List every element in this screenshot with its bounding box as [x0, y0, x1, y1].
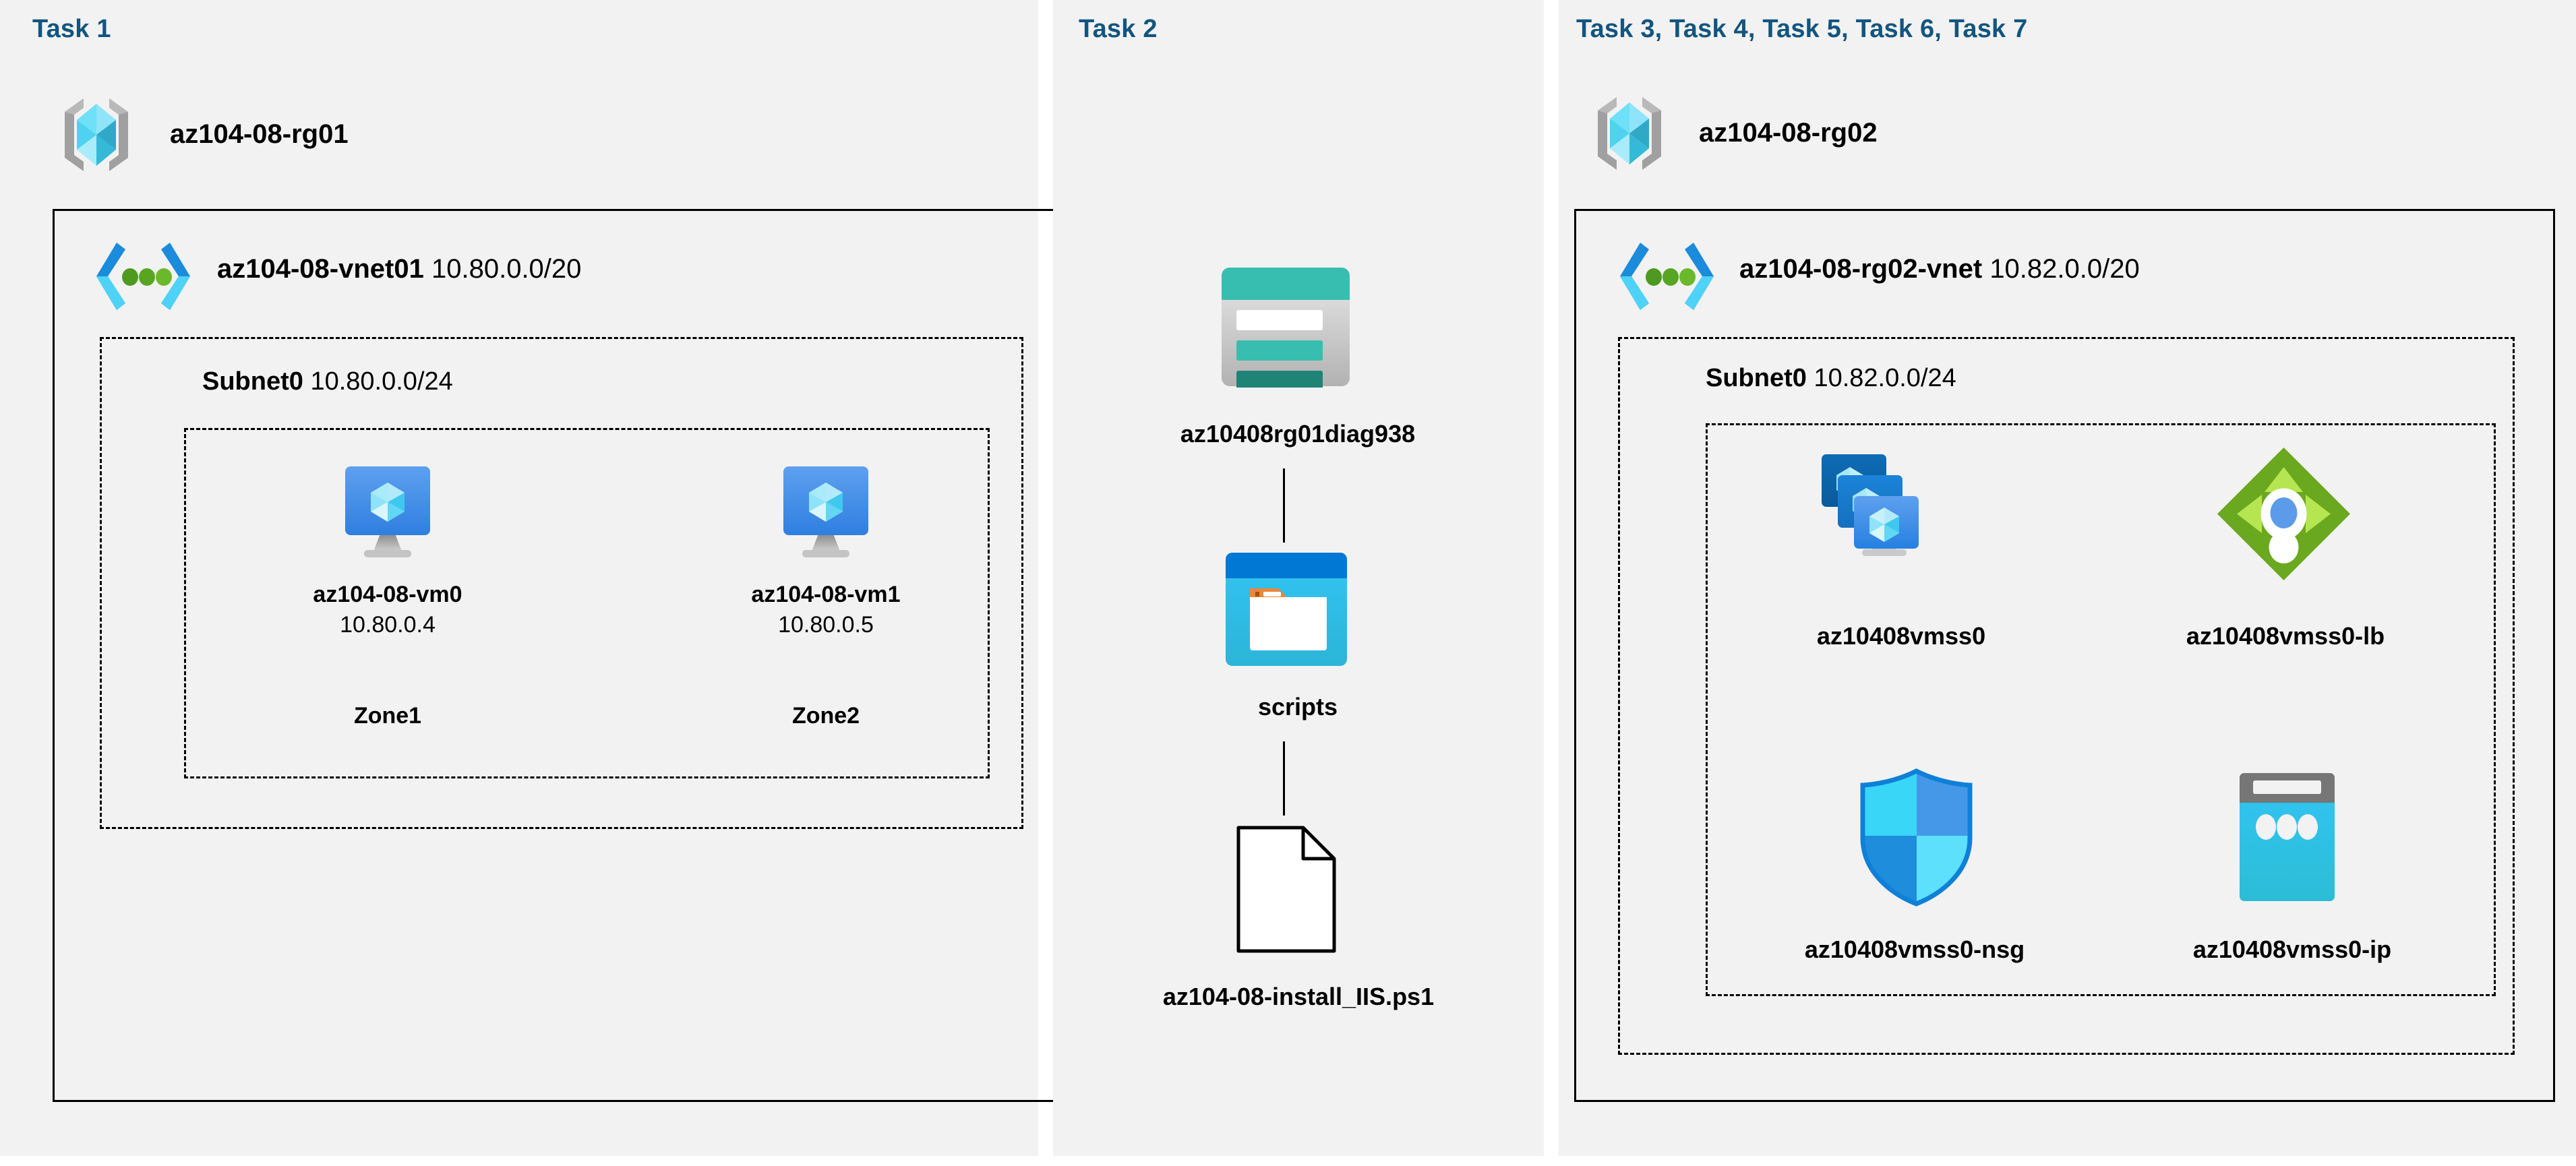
- network-security-group-icon: [1857, 768, 1975, 907]
- load-balancer-icon: [2215, 445, 2353, 583]
- rg01-name: az104-08-rg01: [170, 119, 349, 149]
- task1-vm1-label: az104-08-vm1 10.80.0.5: [671, 580, 981, 640]
- vm0-zone-value: Zone1: [353, 703, 422, 729]
- rg02-subnet0-name: Subnet0: [1706, 364, 1807, 392]
- task1-vm0-label: az104-08-vm0 10.80.0.4: [233, 580, 543, 640]
- task3to7-vmss-label: az10408vmss0: [1726, 620, 2076, 652]
- task2-title: Task 2: [1079, 15, 1158, 43]
- load-balancer-name: az10408vmss0-lb: [2186, 622, 2385, 650]
- rg02-vnet-name: az104-08-rg02-vnet: [1739, 254, 1983, 284]
- connector-container-to-file: [1283, 741, 1285, 816]
- task3to7-lb-label: az10408vmss0-lb: [2110, 620, 2461, 652]
- task3to7-subnet-label: Subnet0 10.82.0.0/24: [1706, 364, 1956, 393]
- task1-panel: [0, 0, 1038, 1156]
- task1-subnet-box: [100, 337, 1023, 829]
- task1-resource-group-label: az104-08-rg01: [170, 119, 349, 150]
- virtual-network-icon: [1618, 239, 1716, 313]
- task3to7-ip-label: az10408vmss0-ip: [2117, 933, 2467, 966]
- task3to7-nsg-label: az10408vmss0-nsg: [1726, 933, 2103, 966]
- rg02-subnet0-cidr: 10.82.0.0/24: [1814, 364, 1956, 392]
- virtual-machine-icon: [330, 458, 445, 566]
- task1-subnet-label: Subnet0 10.80.0.0/24: [202, 367, 453, 396]
- subnet0-cidr: 10.80.0.0/24: [310, 367, 453, 396]
- vm1-name: az104-08-vm1: [751, 582, 901, 607]
- resource-group-icon: [53, 94, 140, 175]
- task2-storage-label: az10408rg01diag938: [1065, 418, 1530, 450]
- vm-scale-set-icon: [1820, 445, 1969, 580]
- vm1-ip: 10.80.0.5: [778, 611, 874, 638]
- file-name: az104-08-install_IIS.ps1: [1162, 983, 1435, 1010]
- task1-vm-group-box: [184, 428, 990, 778]
- vnet01-name: az104-08-vnet01: [217, 254, 424, 284]
- task3to7-resource-group-label: az104-08-rg02: [1699, 118, 1878, 148]
- storage-account-icon: [1222, 266, 1350, 388]
- container-name: scripts: [1257, 693, 1338, 720]
- nsg-name: az10408vmss0-nsg: [1804, 935, 2025, 963]
- virtual-machine-icon: [769, 458, 883, 566]
- task1-vm1-zone: Zone2: [671, 701, 981, 731]
- public-ip-name: az10408vmss0-ip: [2192, 935, 2392, 963]
- task2-file-label: az104-08-install_IIS.ps1: [1058, 981, 1538, 1013]
- storage-account-name: az10408rg01diag938: [1180, 420, 1416, 448]
- vm1-zone-value: Zone2: [791, 703, 860, 729]
- task3to7-resource-group-box: [1706, 423, 2496, 996]
- subnet0-name: Subnet0: [202, 367, 303, 396]
- task3to7-subnet-box: [1618, 337, 2515, 1055]
- task1-title: Task 1: [32, 15, 111, 43]
- rg02-name: az104-08-rg02: [1699, 118, 1878, 148]
- file-icon: [1236, 826, 1337, 954]
- public-ip-address-icon: [2238, 772, 2336, 903]
- virtual-network-icon: [94, 239, 192, 313]
- vmss-name: az10408vmss0: [1816, 622, 1986, 650]
- task3to7-vnet-box: [1574, 209, 2555, 1102]
- task2-container-label: scripts: [1065, 691, 1530, 723]
- resource-group-icon: [1586, 93, 1673, 174]
- rg02-vnet-cidr: 10.82.0.0/20: [1989, 254, 2140, 284]
- task3to7-panel: [1559, 0, 2576, 1156]
- task1-vnet-label: az104-08-vnet01 10.80.0.0/20: [217, 254, 581, 284]
- vnet01-cidr: 10.80.0.0/20: [431, 254, 582, 284]
- blob-container-icon: [1226, 551, 1347, 667]
- connector-storage-to-container: [1283, 468, 1285, 543]
- task3to7-vnet-label: az104-08-rg02-vnet 10.82.0.0/20: [1739, 254, 2140, 284]
- vm0-ip: 10.80.0.4: [340, 611, 436, 638]
- vm0-name: az104-08-vm0: [313, 582, 462, 607]
- task1-vm0-zone: Zone1: [233, 701, 543, 731]
- task3to7-title: Task 3, Task 4, Task 5, Task 6, Task 7: [1576, 15, 2028, 43]
